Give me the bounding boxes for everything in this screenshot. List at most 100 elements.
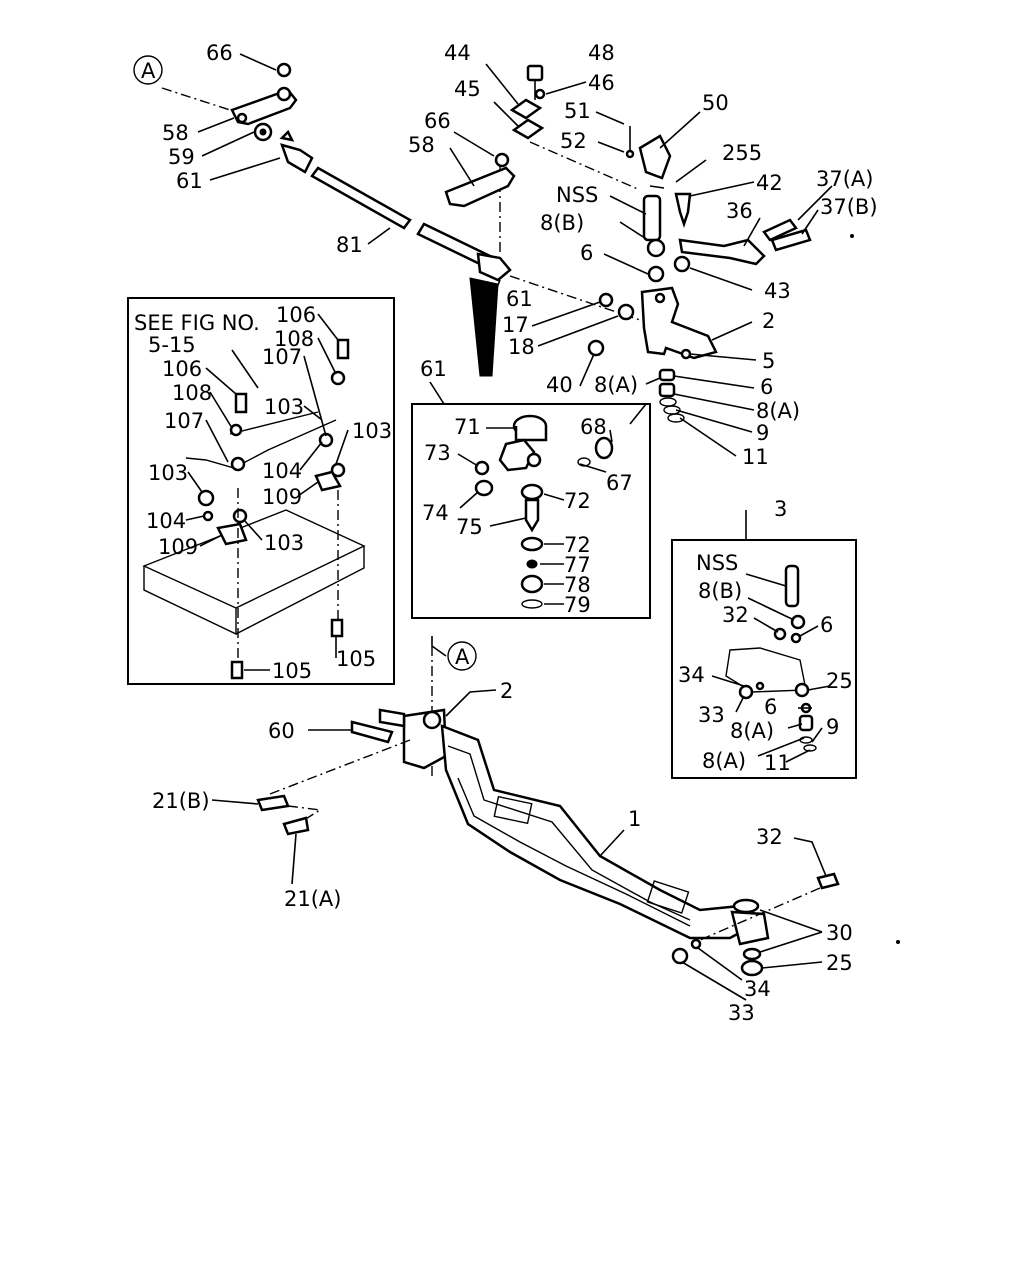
callout-108-right: 108 <box>274 327 314 351</box>
callout-255: 255 <box>722 141 762 165</box>
callout-8a-inset-lower: 8(A) <box>702 749 746 773</box>
callout-9-upper: 9 <box>756 421 769 445</box>
callout-17: 17 <box>502 313 529 337</box>
bushing-8b-kit <box>790 614 806 630</box>
callout-3: 3 <box>774 497 787 521</box>
callout-25-axle: 25 <box>826 951 853 975</box>
snap-ring-11 <box>667 413 685 423</box>
callout-1: 1 <box>628 807 641 831</box>
plug-68 <box>594 436 614 460</box>
callout-11-upper: 11 <box>742 445 769 469</box>
ref-circle-a-bottom <box>447 641 477 671</box>
cap-74 <box>474 479 494 497</box>
callout-71: 71 <box>454 415 481 439</box>
callout-2-knuckle: 2 <box>762 309 775 333</box>
washer-34-kit <box>755 681 765 691</box>
callout-78: 78 <box>564 573 591 597</box>
callout-103-bottom: 103 <box>264 531 304 555</box>
washer-30-top <box>732 898 760 914</box>
socket-body <box>498 438 536 472</box>
tie-rod-end-61-right <box>476 252 512 282</box>
callout-33-inset: 33 <box>698 703 725 727</box>
callout-61-inset: 61 <box>420 357 447 381</box>
callout-8a-inset-upper: 8(A) <box>730 719 774 743</box>
bolt-106-left <box>234 392 248 414</box>
brake-line <box>185 419 337 469</box>
bushing-8a-kit <box>798 714 814 732</box>
shim-45 <box>511 118 545 140</box>
bolt-32 <box>816 872 840 890</box>
bolt-21b <box>256 794 290 812</box>
callout-45: 45 <box>454 77 481 101</box>
nut-25 <box>740 959 764 977</box>
callout-40: 40 <box>546 373 573 397</box>
ref-mark-a-bottom: A <box>455 645 470 669</box>
callout-103-right: 103 <box>352 419 392 443</box>
callout-77: 77 <box>564 553 591 577</box>
inset-note-line2: 5-15 <box>148 333 196 357</box>
washer-18 <box>617 303 635 321</box>
callout-58-upper: 58 <box>408 133 435 157</box>
callout-nss-inset: NSS <box>696 551 738 575</box>
callout-107-right: 107 <box>262 345 302 369</box>
washer-6-kit-top <box>790 632 802 644</box>
inset-see-fig: SEE FIG NO. 5-15 <box>127 297 395 685</box>
callout-21b: 21(B) <box>152 789 210 813</box>
callout-52: 52 <box>560 129 587 153</box>
callout-2-axle: 2 <box>500 679 513 703</box>
callout-9-inset: 9 <box>826 715 839 739</box>
washer-46 <box>534 88 546 100</box>
inset-knuckle-kit <box>671 510 857 779</box>
callout-66-top-left: 66 <box>206 41 233 65</box>
inset-frame-see-fig <box>127 297 395 685</box>
callout-8b-upper: 8(B) <box>540 211 584 235</box>
callout-106-right: 106 <box>276 303 316 327</box>
callout-61-left: 61 <box>176 169 203 193</box>
nut-25-kit <box>794 682 810 698</box>
knuckle-assembly <box>509 64 812 423</box>
spring-77 <box>526 559 538 569</box>
bushing-8a-2 <box>659 397 677 407</box>
king-pin-nss <box>642 194 662 242</box>
washer-34 <box>690 938 702 950</box>
callout-105-right: 105 <box>336 647 376 671</box>
plate-44 <box>509 98 543 120</box>
callout-25-inset: 25 <box>826 669 853 693</box>
washer-6-low <box>658 368 676 382</box>
callout-36: 36 <box>726 199 753 223</box>
callout-58-left: 58 <box>162 121 189 145</box>
washer-30-bottom <box>742 947 762 961</box>
callout-103-mid: 103 <box>264 395 304 419</box>
pitman-arm-58-right <box>444 166 516 208</box>
clip-109-left <box>216 522 248 546</box>
callout-11-inset: 11 <box>764 751 791 775</box>
tie-rod-end-61-left <box>280 143 314 174</box>
callout-106-left: 106 <box>162 357 202 381</box>
bolt-37b <box>770 228 812 252</box>
callout-59: 59 <box>168 145 195 169</box>
callout-109-left: 109 <box>158 535 198 559</box>
callout-66-upper: 66 <box>424 109 451 133</box>
bushing-8a-1 <box>658 382 676 398</box>
callout-6-upper: 6 <box>580 241 593 265</box>
callout-74: 74 <box>422 501 449 525</box>
callout-109-right: 109 <box>262 485 302 509</box>
callout-32-axle: 32 <box>756 825 783 849</box>
callout-51: 51 <box>564 99 591 123</box>
nut-40 <box>587 339 605 357</box>
callout-108-left: 108 <box>172 381 212 405</box>
callout-18: 18 <box>508 335 535 359</box>
bolt-48 <box>526 64 544 82</box>
nut-103-left <box>197 489 215 507</box>
pin-255 <box>649 185 665 189</box>
ball-stud-75 <box>524 498 540 533</box>
callout-50: 50 <box>702 91 729 115</box>
spindle-stud <box>378 708 406 728</box>
callout-61-drag: 61 <box>506 287 533 311</box>
callout-44: 44 <box>444 41 471 65</box>
bushing-8b <box>646 238 666 258</box>
bolt-106-right <box>336 338 350 360</box>
plug-78 <box>520 574 544 594</box>
callout-72-upper: 72 <box>564 489 591 513</box>
seat-72-lower <box>520 536 544 552</box>
